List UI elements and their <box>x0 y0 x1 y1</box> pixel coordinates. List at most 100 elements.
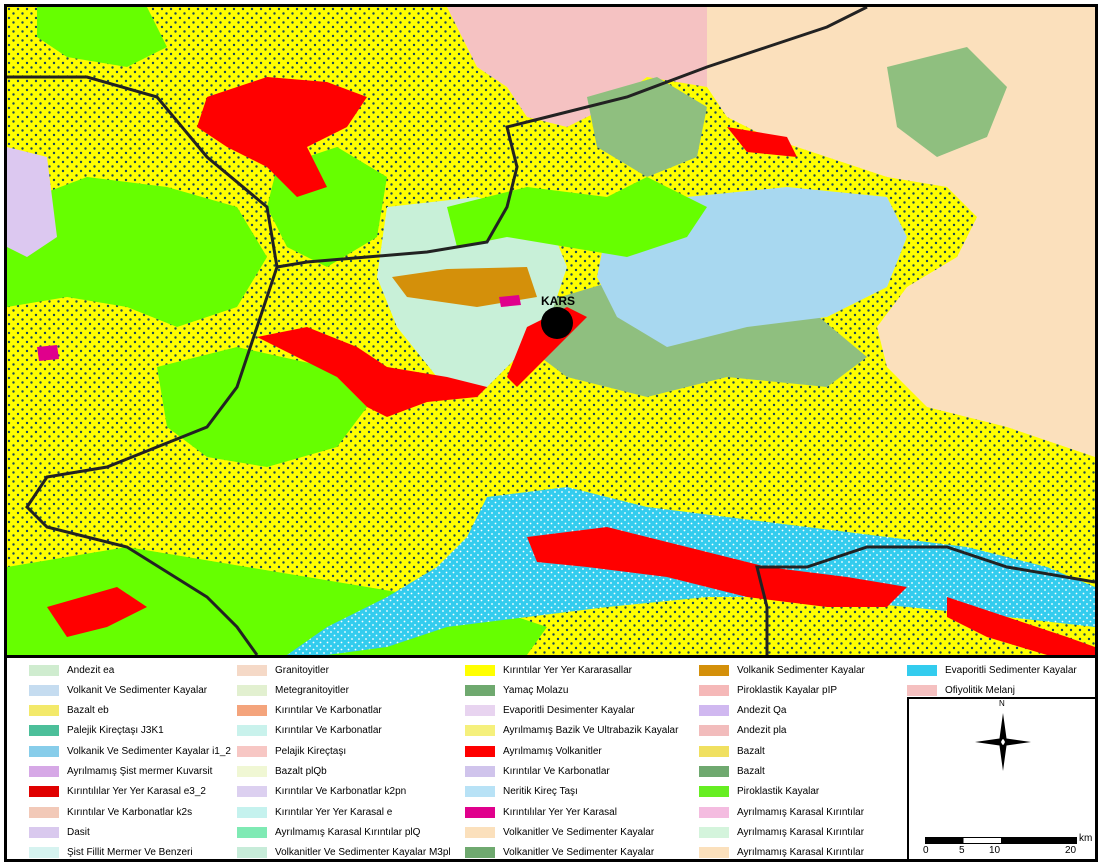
legend-swatch <box>29 684 59 696</box>
scale-tick: 20 <box>1065 845 1077 856</box>
red-flow-central <box>257 327 487 417</box>
legend-item: Kırıntılar Ve Karbonatlar k2s <box>29 802 192 822</box>
legend-label: Metegranitoyitler <box>275 684 349 696</box>
legend-swatch <box>29 806 59 818</box>
legend-item: Andezit pla <box>699 721 786 741</box>
legend-swatch <box>237 766 267 777</box>
legend-label: Kırıntılar Ve Karbonatlar <box>503 766 610 777</box>
geologic-map <box>7 7 1095 655</box>
legend-item: Bazalt eb <box>29 701 109 721</box>
scale-bar <box>925 837 1077 844</box>
legend-label: Palejik Kireçtaşı J3K1 <box>67 725 164 737</box>
legend-item: Volkanik Sedimenter Kayalar <box>699 660 865 680</box>
legend-swatch <box>465 705 495 717</box>
legend-label: Pelajik Kireçtaşı <box>275 745 347 757</box>
legend-item: Kırıntılar Ve Karbonatlar <box>237 701 382 721</box>
scale-unit: km <box>1079 833 1093 844</box>
legend-label: Evaporitli Desimenter Kayalar <box>503 705 635 717</box>
legend-item: Volkanitler Ve Sedimenter Kayalar <box>465 822 654 842</box>
legend-swatch <box>237 847 267 859</box>
legend-label: Piroklastik Kayalar pIP <box>737 684 838 696</box>
legend-item: Yamaç Molazu <box>465 680 568 700</box>
legend-swatch <box>237 705 267 717</box>
legend-item: Ayrılmamış Karasal Kırıntılar <box>699 843 864 859</box>
legend-swatch <box>29 705 59 717</box>
legend-item: Ayrılmamış Bazik Ve Ultrabazik Kayalar <box>465 721 678 741</box>
legend-item: Ayrılmamış Karasal Kırıntılar plQ <box>237 822 420 842</box>
legend-label: Kırıntılar Ve Karbonatlar k2pn <box>275 786 407 798</box>
legend-label: Kırıntılılar Yer Yer Karasal e3_2 <box>67 786 206 798</box>
legend-swatch <box>29 847 59 859</box>
legend-item: Ofiyolitik Melanj <box>907 680 1015 700</box>
legend-swatch <box>465 745 495 757</box>
legend-label: Kırıntılar Ve Karbonatlar <box>275 705 382 717</box>
legend-label: Volkanik Ve Sedimenter Kayalar i1_2 <box>67 745 231 757</box>
legend-swatch <box>29 786 59 798</box>
legend-swatch <box>699 847 729 859</box>
legend-swatch <box>699 826 729 838</box>
green-area-west2 <box>157 347 367 467</box>
legend-item: Palejik Kireçtaşı J3K1 <box>29 721 164 741</box>
legend-label: Kırıntılar Yer Yer Karasal e <box>275 806 393 818</box>
legend-label: Andezit Qa <box>737 705 787 717</box>
legend-item: Ayrılmamış Karasal Kırıntılar <box>699 802 864 822</box>
magenta-spot-west <box>37 345 59 361</box>
north-label: N <box>999 699 1005 708</box>
legend-item: Evaporitli Desimenter Kayalar <box>465 701 635 721</box>
legend-swatch <box>465 766 495 777</box>
legend-label: Ayrılmamış Şist mermer Kuvarsit <box>67 766 213 777</box>
legend-swatch <box>29 725 59 737</box>
sage-patch-n <box>587 77 707 177</box>
legend-swatch <box>237 745 267 757</box>
pink-region-north <box>447 7 767 127</box>
legend-swatch <box>699 806 729 818</box>
legend-swatch <box>907 684 937 696</box>
legend-label: Andezit ea <box>67 664 115 676</box>
legend-item: Piroklastik Kayalar <box>699 782 819 802</box>
legend-swatch <box>907 664 937 676</box>
legend-item: Kırıntılar Ve Karbonatlar <box>237 721 382 741</box>
legend-label: Kırıntılar Yer Yer Kararasallar <box>503 664 632 676</box>
legend-label: Dasit <box>67 826 90 838</box>
legend-item: Piroklastik Kayalar pIP <box>699 680 837 700</box>
legend-item: Kırıntılar Ve Karbonatlar <box>465 762 610 782</box>
legend-label: Volkanit Ve Sedimenter Kayalar <box>67 684 208 696</box>
kars-city-marker[interactable] <box>541 307 573 339</box>
peach-region-east <box>707 7 1095 457</box>
legend-swatch <box>699 786 729 798</box>
legend-swatch <box>237 826 267 838</box>
legend-label: Ayrılmamış Karasal Kırıntılar <box>737 826 865 838</box>
legend-label: Volkanitler Ve Sedimenter Kayalar M3pl <box>275 847 451 859</box>
north-arrow-icon <box>975 713 1031 771</box>
legend-swatch <box>465 826 495 838</box>
legend-swatch <box>237 725 267 737</box>
legend-swatch <box>237 786 267 798</box>
scale-tick: 10 <box>989 845 1001 856</box>
city-label: KARS <box>541 294 576 308</box>
border-line-west <box>25 266 279 655</box>
legend-label: Volkanik Sedimenter Kayalar <box>737 664 865 676</box>
legend-swatch <box>699 745 729 757</box>
legend-item: Volkanitler Ve Sedimenter Kayalar M3pl <box>237 843 451 859</box>
legend-item: Kırıntılılar Yer Yer Karasal e3_2 <box>29 782 206 802</box>
legend-swatch <box>237 684 267 696</box>
legend-label: Ofiyolitik Melanj <box>945 684 1016 696</box>
legend-swatch <box>699 725 729 737</box>
legend-label: Granitoyitler <box>275 664 329 676</box>
legend-item: Kırıntılar Yer Yer Kararasallar <box>465 660 632 680</box>
legend-label: Neritik Kireç Taşı <box>503 786 578 798</box>
legend-label: Ayrılmamış Bazik Ve Ultrabazik Kayalar <box>503 725 679 737</box>
legend-item: Volkanitler Ve Sedimenter Kayalar <box>465 843 654 859</box>
legend-swatch <box>699 684 729 696</box>
green-area-west <box>7 177 267 327</box>
scale-box: N km 0 5 10 20 <box>907 697 1095 859</box>
legend-item: Dasit <box>29 822 90 842</box>
map-frame: KARS Andezit ea Volkanit Ve Sedimenter Ka… <box>4 4 1098 862</box>
lavender-zone-west <box>7 147 57 257</box>
legend-swatch <box>465 684 495 696</box>
legend-label: Bazalt <box>737 766 765 777</box>
legend-item: Şist Fillit Mermer Ve Benzeri <box>29 843 193 859</box>
legend-label: Kırıntılar Ve Karbonatlar <box>275 725 382 737</box>
legend-item: Volkanik Ve Sedimenter Kayalar i1_2 <box>29 741 231 761</box>
red-flow-sw <box>47 587 147 637</box>
